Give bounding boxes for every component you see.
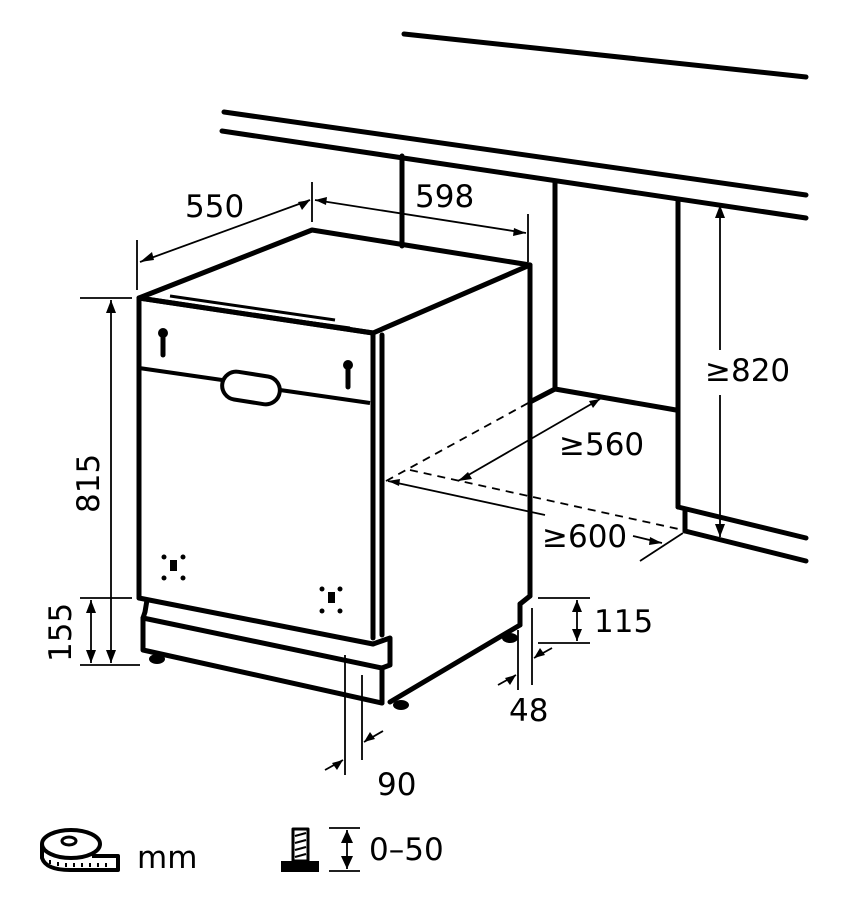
fixing-mark-right bbox=[319, 586, 343, 614]
cabinet-niche bbox=[399, 153, 809, 564]
width-label: 598 bbox=[415, 179, 475, 215]
niche-depth-label: ≥560 bbox=[559, 427, 645, 463]
adjustable-height-arrow-icon bbox=[329, 827, 360, 872]
foot-adjust-range-label: 0–50 bbox=[369, 832, 444, 868]
adjustable-foot-icon bbox=[281, 827, 319, 872]
plinth-height-label: 155 bbox=[43, 602, 79, 662]
height-label: 815 bbox=[71, 453, 107, 513]
dimension-lines bbox=[80, 182, 725, 775]
countertop bbox=[219, 31, 809, 221]
tape-measure-icon bbox=[40, 828, 120, 872]
niche-width-label: ≥600 bbox=[542, 519, 628, 555]
unit-label: mm bbox=[137, 840, 198, 876]
fixing-mark-left bbox=[161, 554, 186, 581]
plinth-setback-label: 48 bbox=[509, 693, 549, 729]
niche-height-label: ≥820 bbox=[705, 353, 791, 389]
plinth-recess-label: 115 bbox=[594, 604, 654, 640]
dishwasher-body bbox=[136, 227, 533, 710]
door-offset-label: 90 bbox=[377, 767, 417, 803]
depth-label: 550 bbox=[185, 189, 245, 225]
